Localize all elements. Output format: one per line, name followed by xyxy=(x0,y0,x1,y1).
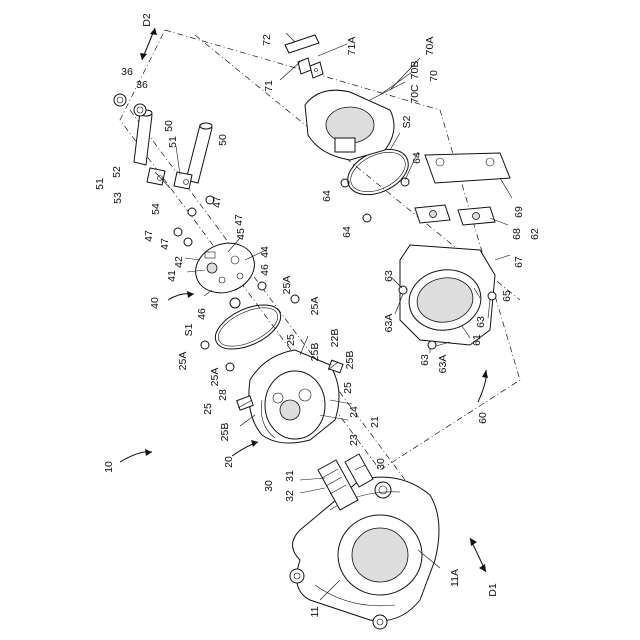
reference-label-64c: 64 xyxy=(341,226,353,238)
reference-label-21: 21 xyxy=(369,416,381,428)
reference-label-36a: 36 xyxy=(121,66,133,78)
reference-label-24: 24 xyxy=(348,406,360,418)
reference-label-64b: 64 xyxy=(321,190,333,202)
connector-pins-71 xyxy=(285,35,323,78)
reference-label-71: 71 xyxy=(263,80,275,92)
reference-label-25a4: 25A xyxy=(209,368,221,387)
terminal-housing-60 xyxy=(399,245,496,349)
reference-label-11: 11 xyxy=(309,606,321,617)
reference-label-63a: 63 xyxy=(383,270,395,282)
reference-label-67: 67 xyxy=(513,256,525,268)
reference-label-63a2: 63A xyxy=(437,355,449,374)
rod-50-a xyxy=(134,110,152,165)
pointer-arrow-40 xyxy=(168,291,194,300)
reference-label-72: 72 xyxy=(261,34,273,46)
reference-label-70: 70 xyxy=(428,70,440,82)
reference-label-51a: 51 xyxy=(94,178,106,190)
reference-label-25b2: 25B xyxy=(344,351,356,370)
reference-label-s1: S1 xyxy=(183,323,195,336)
reference-label-46a: 46 xyxy=(259,264,271,276)
pointer-arrow-20 xyxy=(232,440,258,456)
reference-label-25z: 25 xyxy=(202,403,214,415)
busbar-68 xyxy=(415,205,495,225)
reference-label-51b: 51 xyxy=(167,136,179,148)
terminal-block-69 xyxy=(425,153,510,183)
reference-label-63a1: 63A xyxy=(383,314,395,333)
reference-label-25y: 25 xyxy=(342,382,354,394)
reference-label-47c: 47 xyxy=(143,230,155,242)
reference-label-31: 31 xyxy=(284,470,296,482)
pointer-arrow-10 xyxy=(120,449,152,462)
reference-label-30b: 30 xyxy=(375,458,387,470)
reference-label-70a: 70A xyxy=(424,37,436,56)
housing-11 xyxy=(290,477,439,629)
reference-label-61: 61 xyxy=(471,334,483,346)
reference-label-70b: 70B xyxy=(409,61,421,80)
circuit-board-40 xyxy=(189,235,262,308)
reference-label-50a: 50 xyxy=(163,120,175,132)
cap-36-a xyxy=(114,94,126,106)
reference-label-25a3: 25A xyxy=(177,352,189,371)
reference-label-47d: 47 xyxy=(159,238,171,250)
reference-label-63b: 63 xyxy=(475,316,487,328)
pointer-arrow-60 xyxy=(478,370,488,402)
reference-label-25b1: 25B xyxy=(309,343,321,362)
reference-label-64a: 64 xyxy=(411,152,423,164)
reference-label-50b: 50 xyxy=(217,134,229,146)
reference-label-69: 69 xyxy=(513,206,525,218)
reference-label-71a: 71A xyxy=(346,37,358,56)
reference-label-25x: 25 xyxy=(285,334,297,346)
direction-arrow-d2 xyxy=(140,28,157,60)
reference-label-52: 52 xyxy=(111,166,123,178)
reference-label-32: 32 xyxy=(284,490,296,502)
reference-label-40: 40 xyxy=(149,297,161,309)
reference-label-s2: S2 xyxy=(401,115,413,128)
reference-label-11a: 11A xyxy=(449,569,461,587)
reference-label-28: 28 xyxy=(217,389,229,401)
reference-label-54: 54 xyxy=(150,203,162,215)
reference-label-53: 53 xyxy=(112,192,124,204)
terminal-51 xyxy=(147,168,192,189)
reference-label-47b: 47 xyxy=(233,214,245,226)
reference-label-62: 62 xyxy=(529,228,541,240)
reference-label-22b: 22B xyxy=(329,329,341,348)
reference-label-42: 42 xyxy=(173,256,185,268)
reference-label-63c: 63 xyxy=(419,354,431,366)
reference-label-25a1: 25A xyxy=(281,276,293,295)
rod-50-b xyxy=(186,123,212,183)
direction-arrow-d1 xyxy=(470,538,486,572)
reference-label-70c: 70C xyxy=(409,84,421,104)
bracket-20 xyxy=(237,350,343,443)
reference-label-65: 65 xyxy=(501,290,513,302)
connector-cap-70 xyxy=(305,90,394,160)
reference-label-60: 60 xyxy=(477,412,489,424)
reference-label-25a2: 25A xyxy=(309,297,321,316)
reference-label-47a: 47 xyxy=(211,196,223,208)
cap-36-b xyxy=(134,104,146,116)
reference-label-45: 45 xyxy=(235,228,247,240)
reference-label-41: 41 xyxy=(166,270,178,282)
reference-label-25b3: 25B xyxy=(219,423,231,442)
reference-label-20: 20 xyxy=(223,456,235,468)
reference-label-44: 44 xyxy=(259,246,271,258)
reference-label-46b: 46 xyxy=(196,308,208,320)
reference-label-d2: D2 xyxy=(141,13,153,27)
reference-label-23: 23 xyxy=(348,434,360,446)
reference-label-d1: D1 xyxy=(487,583,499,597)
reference-label-36b: 36 xyxy=(136,79,148,91)
reference-label-68: 68 xyxy=(511,228,523,240)
reference-label-10: 10 xyxy=(103,461,115,473)
reference-label-30a: 30 xyxy=(263,480,275,492)
